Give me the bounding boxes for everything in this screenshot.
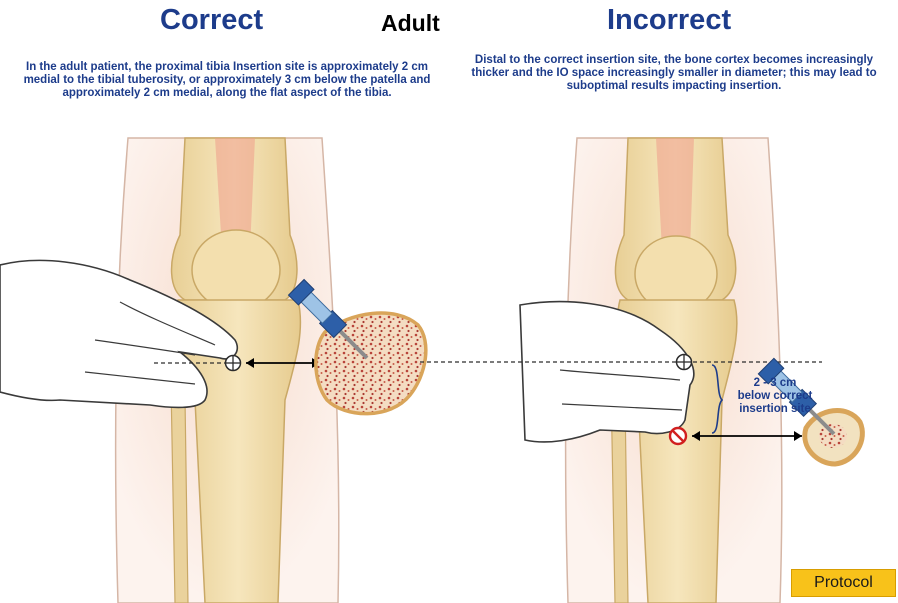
prohibited-icon <box>670 428 686 444</box>
crosshair-circle-icon <box>676 354 692 370</box>
distance-label: 2 - 3 cm below correct insertion site <box>725 377 825 416</box>
crosshair-circle-icon <box>225 355 241 371</box>
distance-value: 2 - 3 cm <box>754 377 797 389</box>
protocol-button[interactable]: Protocol <box>791 569 896 597</box>
patella-left <box>192 230 280 310</box>
distance-note: below correct insertion site <box>738 390 813 415</box>
tendon-right <box>656 138 694 250</box>
